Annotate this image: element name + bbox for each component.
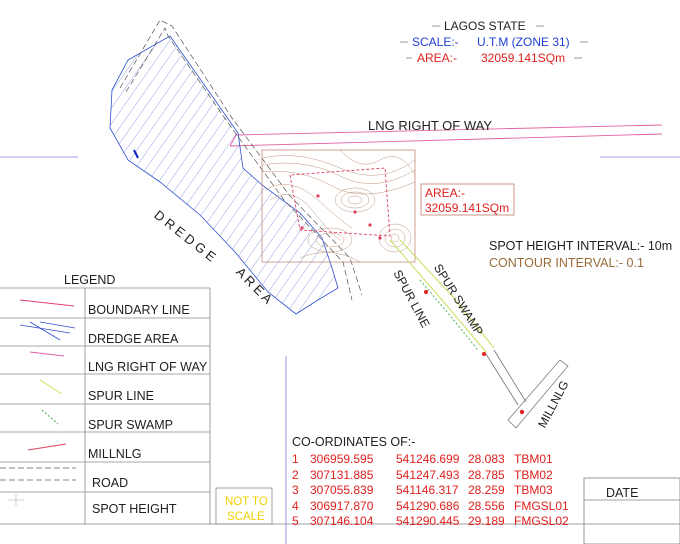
legend-item-spur-swamp: SPUR SWAMP [88, 418, 173, 432]
legend-item-boundary-line: BOUNDARY LINE [88, 303, 190, 317]
coordinate-id: FMGSL02 [514, 514, 569, 528]
state-title: LAGOS STATE [444, 19, 526, 33]
coordinate-easting: 307055.839 [310, 483, 374, 497]
coordinates-title: CO-ORDINATES OF:- [292, 435, 416, 449]
scale-value: U.T.M (ZONE 31) [477, 35, 570, 49]
area-box-value: 32059.141SQm [425, 201, 510, 215]
lng-right-of-way-label: LNG RIGHT OF WAY [368, 118, 492, 133]
legend-grid [0, 287, 273, 525]
legend-item-spur-line: SPUR LINE [88, 389, 154, 403]
coordinate-height: 29.189 [468, 514, 505, 528]
coordinate-easting: 306917.870 [310, 498, 374, 513]
lng-right-of-way-symbol [29, 351, 65, 357]
legend-item-road: ROAD [92, 476, 129, 490]
coordinate-id: TBM02 [514, 467, 553, 482]
millnlg-corridor [485, 349, 569, 429]
coordinate-easting: 306959.595 [310, 452, 374, 466]
coordinate-easting: 307131.885 [310, 467, 374, 482]
legend-item-lng-right-of-way: LNG RIGHT OF WAY [88, 360, 208, 374]
coordinate-id: TBM03 [514, 483, 553, 497]
coordinate-height: 28.785 [468, 467, 505, 482]
contour-interval: CONTOUR INTERVAL:- 0.1 [489, 256, 644, 270]
spur-line-symbol [39, 379, 63, 395]
legend-item-spot-height: SPOT HEIGHT [92, 502, 177, 516]
millnlg-symbol [27, 443, 67, 451]
area-box-label: AREA:- [425, 186, 466, 200]
scale-label: SCALE:- [412, 35, 459, 49]
coordinate-height: 28.083 [468, 452, 505, 466]
area-value: 32059.141SQm [481, 51, 566, 65]
survey-plot [261, 149, 416, 263]
boundary-line-symbol [19, 299, 75, 307]
date-label: DATE [606, 486, 639, 500]
spot-height-symbol [8, 494, 24, 506]
coordinate-id: FMGSL01 [514, 498, 569, 513]
legend-symbols [0, 299, 76, 506]
coordinate-easting: 307146.104 [310, 514, 374, 528]
area-label: AREA:- [417, 51, 458, 65]
coordinate-no: 1 [292, 452, 299, 466]
legend-item-dredge-area: DREDGE AREA [88, 332, 179, 346]
spur-corridor [389, 239, 495, 356]
dredge-area-symbol [19, 321, 76, 341]
area-box [420, 183, 515, 216]
coordinate-no: 3 [292, 483, 299, 497]
not-to-scale-line2: SCALE [227, 511, 265, 523]
coordinate-no: 5 [292, 514, 299, 528]
dredge-area [109, 35, 339, 315]
coordinate-height: 28.556 [468, 498, 505, 513]
coordinate-northing: 541247.493 [396, 467, 460, 482]
coordinate-height: 28.259 [468, 483, 505, 497]
coordinate-no: 4 [292, 498, 299, 513]
coordinate-northing: 541246.699 [396, 452, 460, 466]
legend-item-millnlg: MILLNLG [88, 447, 142, 461]
spur-swamp-symbol [41, 409, 59, 425]
legend-title: LEGEND [64, 273, 116, 287]
coordinate-no: 2 [292, 467, 299, 482]
coordinate-northing: 541290.445 [396, 514, 460, 528]
spot-height-interval: SPOT HEIGHT INTERVAL:- 10m [489, 239, 673, 253]
road-symbol [0, 467, 76, 481]
date-box [583, 477, 680, 544]
coordinate-northing: 541146.317 [396, 483, 459, 497]
coordinate-id: TBM01 [514, 452, 553, 466]
coordinate-northing: 541290.686 [396, 498, 460, 513]
not-to-scale-line1: NOT TO [225, 496, 268, 508]
